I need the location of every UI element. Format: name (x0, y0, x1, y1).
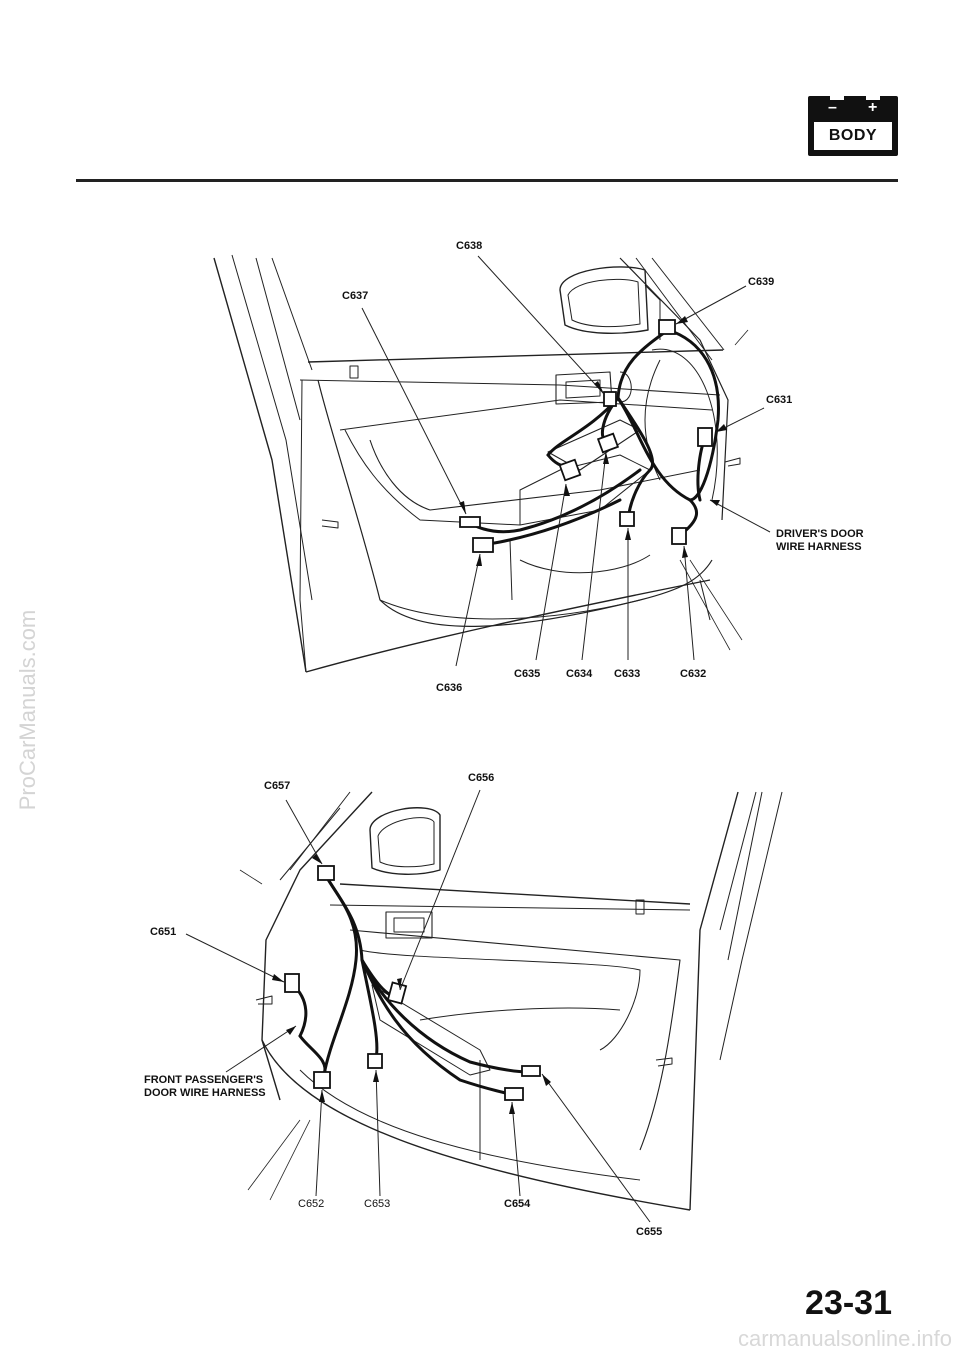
label-c654: C654 (504, 1198, 531, 1210)
passenger-door-illustration (239, 791, 783, 1211)
connector-c637 (459, 516, 481, 528)
label-c635: C635 (514, 668, 541, 680)
label-c639: C639 (748, 276, 775, 288)
connector-c636 (472, 537, 494, 553)
label-c636: C636 (436, 682, 463, 694)
connector-c638 (603, 391, 617, 407)
positive-terminal-icon: + (868, 99, 878, 116)
label-c651: C651 (150, 926, 177, 938)
passenger-harness-label: FRONT PASSENGER'S DOOR WIRE HARNESS (144, 1074, 266, 1099)
label-c656: C656 (468, 772, 495, 784)
label-c657: C657 (264, 780, 291, 792)
page-number: 23-31 (805, 1284, 892, 1322)
label-c638: C638 (456, 240, 483, 252)
label-c634: C634 (566, 668, 593, 680)
label-c633: C633 (614, 668, 641, 680)
label-c655: C655 (636, 1226, 663, 1238)
label-c631: C631 (766, 394, 793, 406)
driver-arrowheads (459, 316, 727, 566)
connector-c652 (313, 1071, 331, 1089)
driver-door-illustration (213, 254, 749, 673)
connector-c634 (596, 432, 620, 454)
connector-c651 (284, 973, 300, 993)
driver-connectors (459, 319, 713, 553)
watermark-bottom: carmanualsonline.info (737, 1326, 952, 1351)
label-c652: C652 (298, 1198, 325, 1210)
connector-c639 (658, 319, 676, 335)
driver-harness-label: DRIVER'S DOOR WIRE HARNESS (776, 528, 864, 553)
connector-c653 (367, 1053, 383, 1069)
header-rule (76, 179, 898, 182)
passenger-leader-lines (185, 789, 651, 1223)
label-c637: C637 (342, 290, 369, 302)
label-c653: C653 (364, 1198, 391, 1210)
section-label: BODY (814, 122, 892, 150)
connector-c632 (671, 527, 687, 545)
connector-c657 (317, 865, 335, 881)
passenger-arrowheads (272, 854, 551, 1114)
connector-c654 (504, 1087, 524, 1101)
connector-c635 (558, 458, 582, 482)
connector-c655 (521, 1065, 541, 1077)
connector-c656 (386, 981, 408, 1005)
body-section-badge: – + BODY (808, 96, 898, 156)
passenger-wire-harness (290, 874, 530, 1096)
negative-terminal-icon: – (828, 99, 837, 116)
connector-c633 (619, 511, 635, 527)
battery-terminal-tab (866, 96, 880, 100)
battery-terminal-tab (830, 96, 844, 100)
driver-leader-lines (361, 255, 771, 667)
driver-wire-harness (468, 328, 720, 546)
connector-c631 (697, 427, 713, 447)
label-c632: C632 (680, 668, 707, 680)
